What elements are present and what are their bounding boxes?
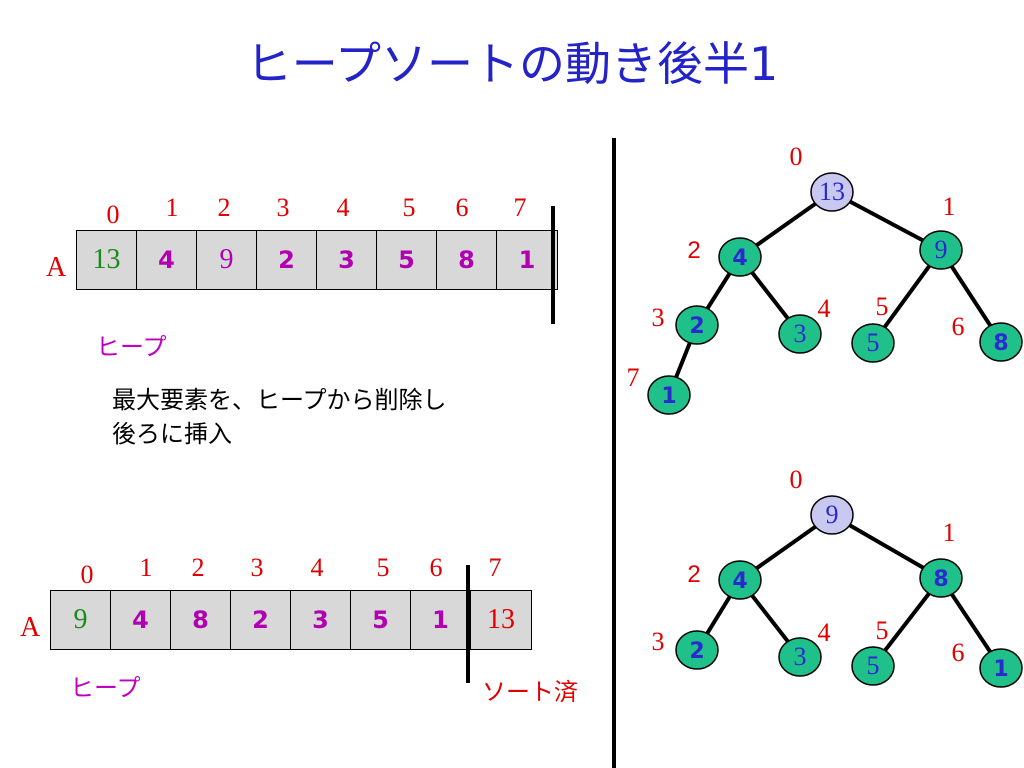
bottom-tree-node-index-5: 5 [876, 616, 889, 645]
bottom-tree-node-index-3: 3 [652, 627, 665, 656]
page-title: ヒープソートの動き後半1 [245, 37, 779, 91]
top-array-cell-2: 9 [197, 231, 257, 289]
bottom-array-cell-5: 5 [351, 591, 411, 649]
bottom-tree-node-0 [810, 495, 854, 535]
top-tree-node-index-5: 5 [876, 292, 889, 321]
bottom-array-index-7: 7 [488, 553, 502, 582]
top-tree-node-index-0: 0 [790, 142, 803, 171]
bottom-array-index-2: 2 [191, 553, 205, 582]
top-tree-node-value-6: 8 [993, 331, 1008, 356]
bottom-array-cell-7: 13 [487, 604, 515, 635]
heap-boundary-bar-top [551, 206, 555, 324]
bottom-array-name: A [20, 612, 41, 643]
top-tree-node-index-6: 6 [952, 312, 965, 341]
bottom-array-index-5: 5 [376, 553, 390, 582]
top-array-cell-5: 5 [377, 231, 437, 289]
top-tree-node-value-1: 4 [732, 246, 747, 271]
bottom-tree-node-5 [851, 646, 895, 686]
bottom-array-index-6: 6 [429, 553, 443, 582]
bottom-tree-node-value-1: 4 [732, 569, 747, 594]
top-array-cell-6: 8 [437, 231, 497, 289]
bottom-tree-node-6 [979, 648, 1023, 688]
top-tree-node-6 [979, 322, 1023, 362]
top-array-cell-0: 13 [77, 231, 137, 289]
vertical-divider [612, 138, 616, 768]
bottom-array-cell-1: 4 [111, 591, 171, 649]
bottom-array-index-4: 4 [310, 553, 324, 582]
bottom-tree-node-2 [919, 558, 963, 598]
top-tree-node-0 [810, 172, 854, 212]
top-tree-node-5 [851, 323, 895, 363]
top-tree-node-index-2: 2 [687, 237, 700, 264]
top-array-index-3: 3 [276, 193, 290, 222]
top-array-index-0: 0 [106, 200, 120, 229]
top-tree-node-value-2: 9 [935, 235, 948, 264]
sorted-boundary-bar [466, 565, 470, 683]
bottom-array-cell-6: 1 [411, 591, 471, 649]
bottom-tree-node-value-4: 3 [794, 642, 807, 671]
top-array-index-1: 1 [165, 193, 179, 222]
bottom-tree-node-value-0: 9 [826, 500, 839, 529]
bottom-tree-node-value-3: 2 [689, 639, 704, 664]
bottom-array-index-3: 3 [250, 553, 264, 582]
top-tree-node-index-3: 3 [652, 303, 665, 332]
bottom-tree-node-1 [718, 560, 762, 600]
bottom-heap-label: ヒープ [70, 674, 141, 702]
bottom-tree-node-3 [675, 630, 719, 670]
bottom-array-cell-0: 9 [51, 591, 111, 649]
bottom-tree-node-4 [778, 637, 822, 677]
top-array-index-2: 2 [217, 193, 231, 222]
top-array-cell-4: 3 [317, 231, 377, 289]
bottom-array-cell-3: 2 [231, 591, 291, 649]
top-array-cell-3: 2 [257, 231, 317, 289]
sorted-label: ソート済 [482, 678, 578, 706]
top-array-index-7: 7 [513, 193, 527, 222]
bottom-tree-node-value-2: 8 [933, 567, 948, 592]
top-tree-node-3 [675, 305, 719, 345]
top-array-index-4: 4 [336, 193, 350, 222]
top-tree-node-value-5: 5 [867, 328, 880, 357]
bottom-array-cell-2: 8 [171, 591, 231, 649]
top-tree-node-2 [919, 230, 963, 270]
bottom-tree-node-value-5: 5 [867, 651, 880, 680]
top-tree-node-value-0: 13 [819, 177, 845, 206]
bottom-tree-node-index-2: 2 [687, 561, 700, 588]
top-tree-node-value-4: 3 [794, 319, 807, 348]
top-array-index-5: 5 [402, 193, 416, 222]
bottom-array-cell-4: 3 [291, 591, 351, 649]
top-array-cell-1: 4 [137, 231, 197, 289]
bottom-tree-node-index-6: 6 [952, 638, 965, 667]
top-tree-node-1 [718, 237, 762, 277]
top-tree-node-value-7: 1 [661, 384, 676, 409]
top-tree-node-7 [647, 375, 691, 415]
bottom-tree-node-index-4: 4 [818, 618, 831, 647]
explanation-line-2: 後ろに挿入 [112, 420, 232, 448]
top-tree-node-value-3: 2 [689, 314, 704, 339]
bottom-tree-node-index-1: 1 [943, 518, 956, 547]
bottom-tree-node-value-6: 1 [993, 657, 1008, 682]
top-array-cell-7: 1 [518, 246, 536, 274]
bottom-array-index-1: 1 [139, 553, 153, 582]
top-tree-node-index-7: 7 [627, 363, 640, 392]
top-tree-node-index-4: 4 [818, 294, 831, 323]
top-tree-node-index-1: 1 [943, 192, 956, 221]
top-array-name: A [46, 252, 67, 283]
top-array-index-6: 6 [455, 193, 469, 222]
top-tree-node-4 [778, 314, 822, 354]
explanation-line-1: 最大要素を、ヒープから削除し [112, 386, 447, 414]
bottom-tree-node-index-0: 0 [790, 465, 803, 494]
top-heap-label: ヒープ [96, 333, 167, 361]
bottom-array-index-0: 0 [80, 560, 94, 589]
